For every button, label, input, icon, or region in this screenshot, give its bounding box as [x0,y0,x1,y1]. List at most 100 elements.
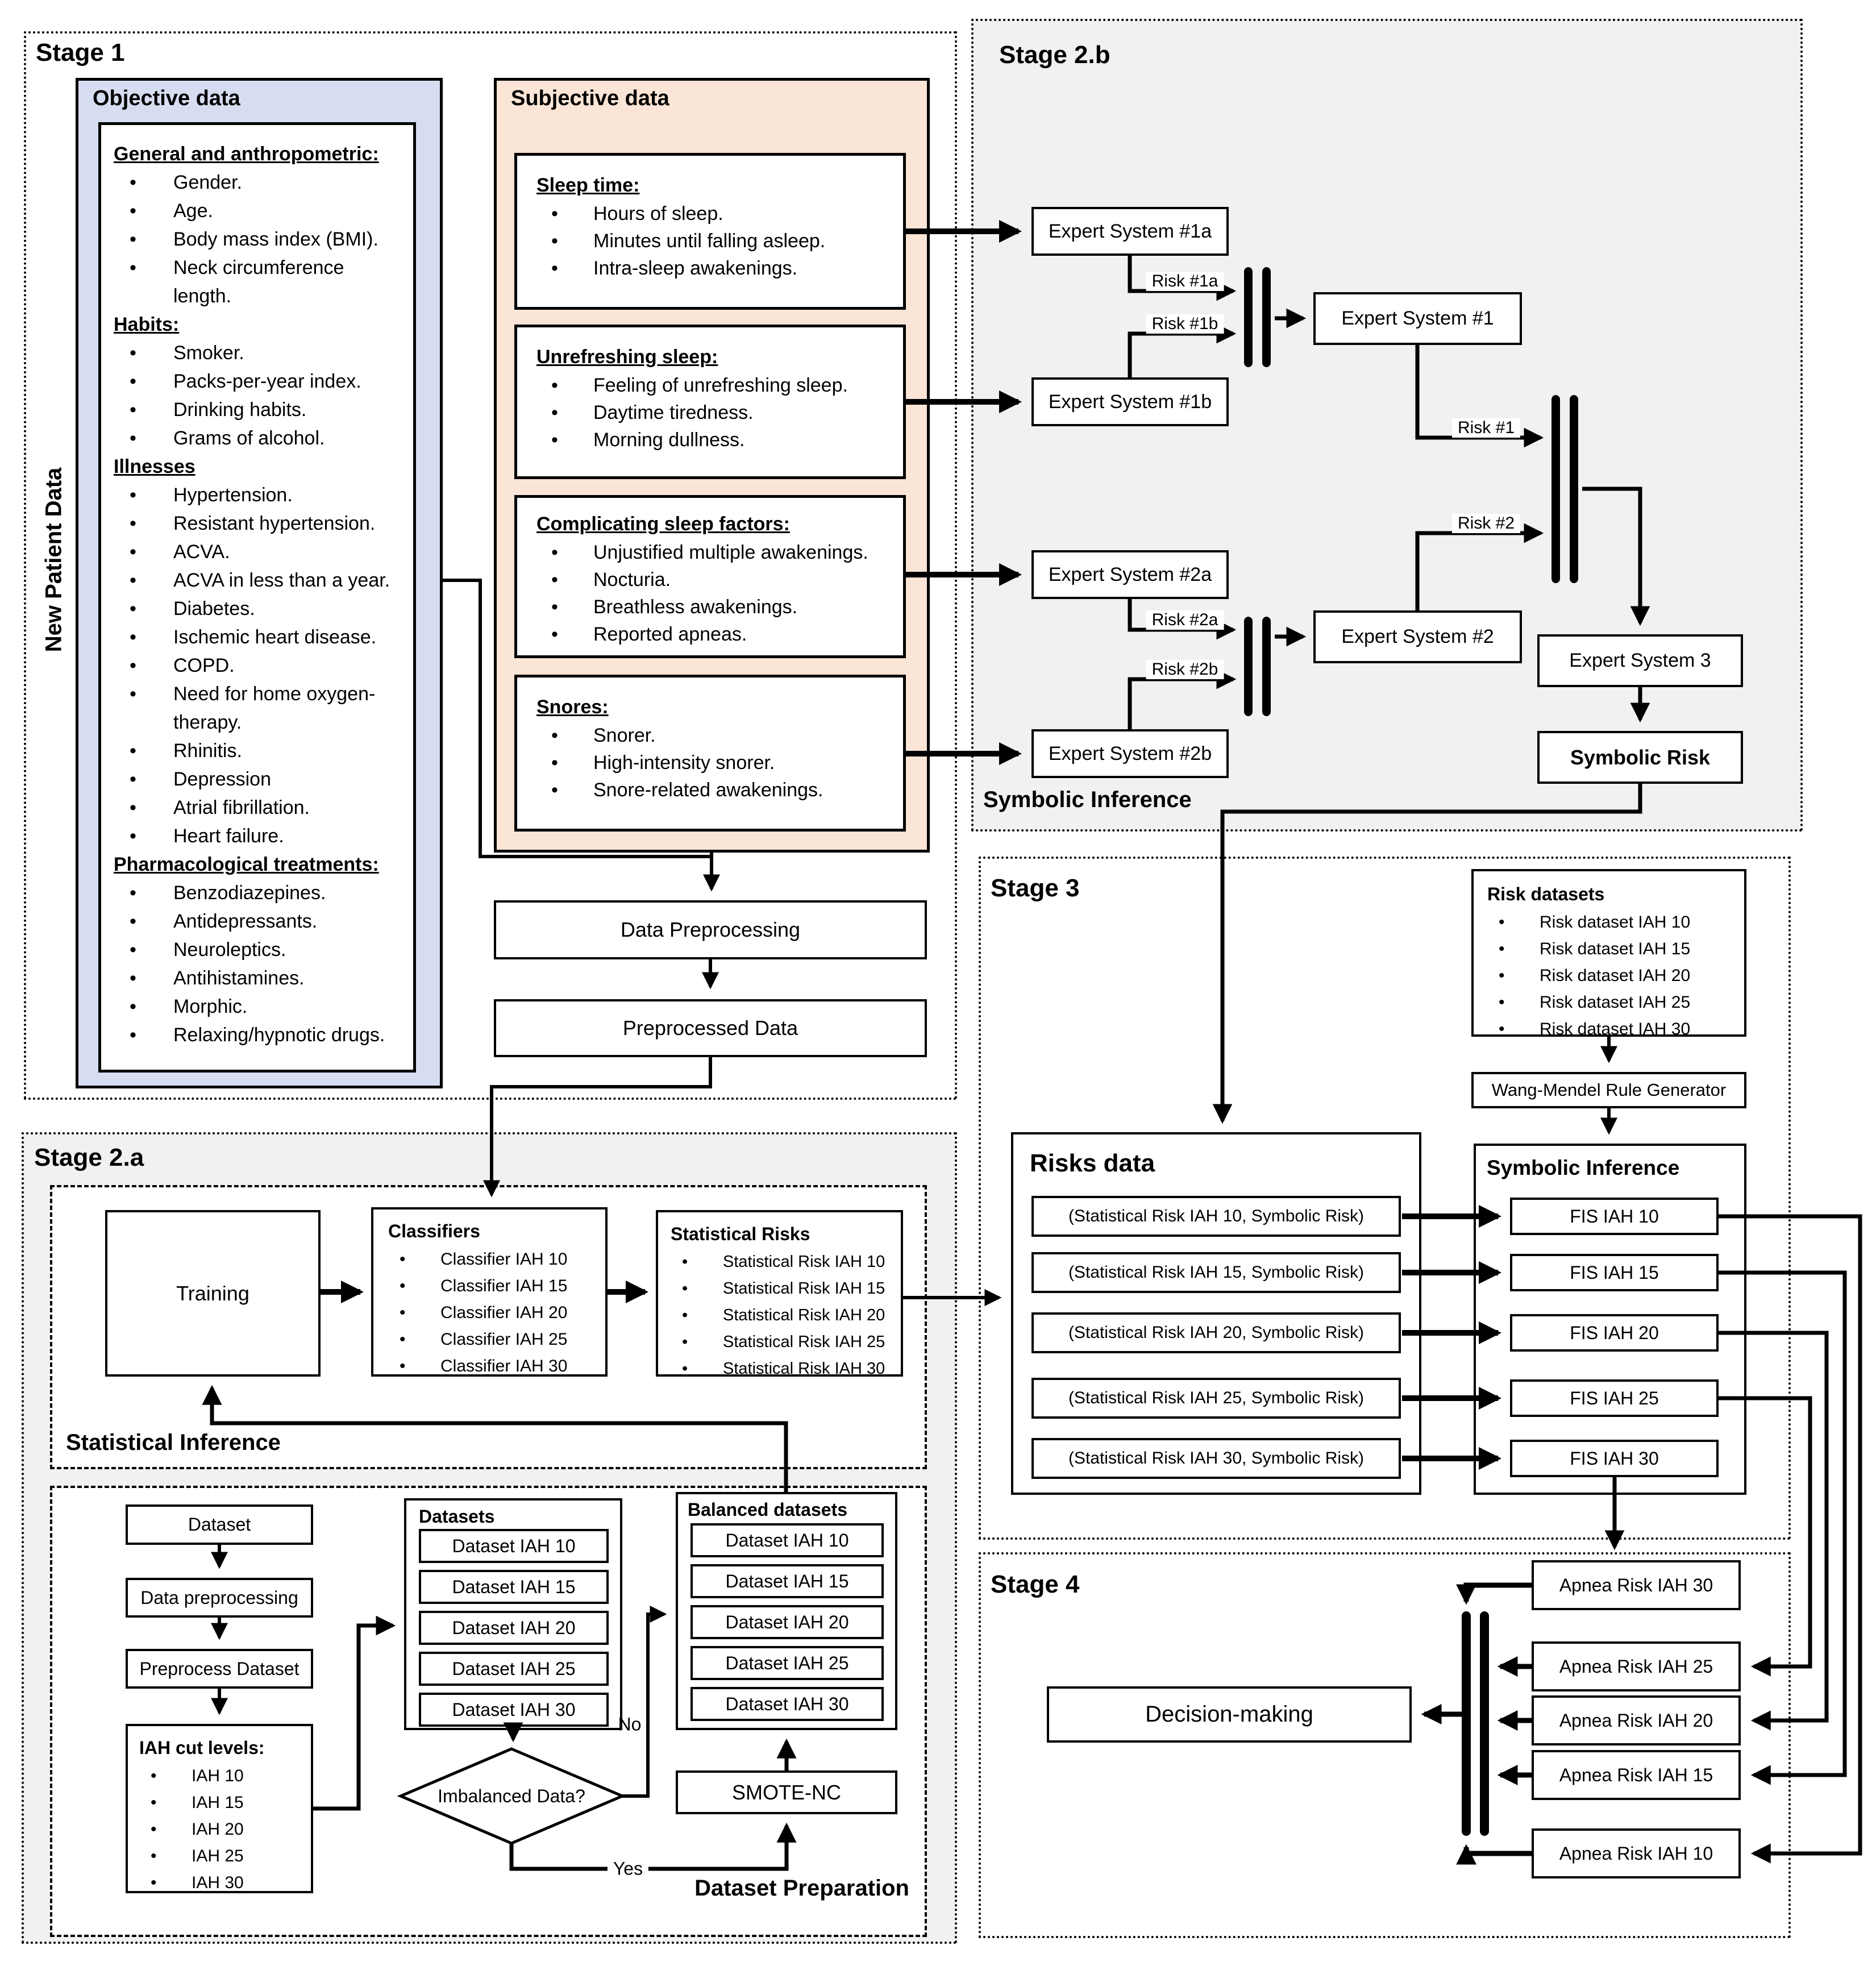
list-item: Snore-related awakenings. [536,776,893,804]
list-item: High-intensity snorer. [536,749,893,776]
apnea-risk-box: Apnea Risk IAH 30 [1532,1560,1741,1610]
sleep-time-box: Sleep time: Hours of sleep.Minutes until… [514,153,906,310]
risk-2-label: Risk #2 [1451,514,1521,533]
dataset-iah-box: Dataset IAH 20 [419,1611,609,1645]
data-preprocessing-box: Data Preprocessing [494,900,927,959]
group-items: Feeling of unrefreshing sleep.Daytime ti… [536,372,893,454]
group-items: Unjustified multiple awakenings.Nocturia… [536,539,893,648]
balanced-dataset-iah-box: Dataset IAH 15 [690,1564,884,1598]
iah-cut-levels-title: IAH cut levels: [139,1738,265,1758]
list-item: Antidepressants. [114,907,394,936]
list-item: Need for home oxygen-therapy. [114,680,394,737]
no-label: No [618,1714,642,1735]
list-item: Statistical Risk IAH 10 [671,1249,897,1275]
risk-1a-label: Risk #1a [1146,272,1224,291]
list-item: Statistical Risk IAH 30 [671,1356,897,1382]
list-item: Feeling of unrefreshing sleep. [536,372,893,399]
risk-tuple-box: (Statistical Risk IAH 15, Symbolic Risk) [1031,1252,1401,1293]
apnea-risk-box: Apnea Risk IAH 15 [1532,1750,1741,1800]
yes-label: Yes [607,1858,649,1880]
expert-system-1a-box: Expert System #1a [1031,207,1229,256]
statistical-risks-title: Statistical Risks [671,1224,810,1244]
list-item: Risk dataset IAH 25 [1487,989,1738,1016]
risk-2a-label: Risk #2a [1146,610,1224,630]
objective-section-items: Benzodiazepines.Antidepressants.Neurolep… [114,879,394,1049]
list-item: Body mass index (BMI). [114,225,394,253]
list-item: Statistical Risk IAH 25 [671,1329,897,1356]
iah-cut-levels-items: IAH 10IAH 15IAH 20IAH 25IAH 30 [139,1763,309,1896]
list-item: Statistical Risk IAH 15 [671,1275,897,1302]
risk-tuple-box: (Statistical Risk IAH 20, Symbolic Risk) [1031,1312,1401,1353]
risk-tuple-box: (Statistical Risk IAH 25, Symbolic Risk) [1031,1378,1401,1419]
expert-system-1-box: Expert System #1 [1313,292,1522,345]
list-item: IAH 10 [139,1763,309,1789]
list-item: Neuroleptics. [114,936,394,964]
list-item: Gender. [114,168,394,197]
list-item: Statistical Risk IAH 20 [671,1302,897,1329]
list-item: Smoker. [114,339,394,367]
objective-data-list: General and anthropometric: Gender.Age.B… [98,122,416,1073]
classifiers-title: Classifiers [388,1221,480,1241]
expert-system-1b-box: Expert System #1b [1031,377,1229,426]
dataset-preparation-label: Dataset Preparation [694,1876,909,1901]
expert-system-2a-box: Expert System #2a [1031,550,1229,599]
apnea-risk-box: Apnea Risk IAH 10 [1532,1828,1741,1878]
list-item: Diabetes. [114,595,394,623]
stage1-label: Stage 1 [36,39,125,66]
stage2a-label: Stage 2.a [34,1144,144,1171]
objective-section-header: Pharmacological treatments: [114,854,379,875]
list-item: Heart failure. [114,822,394,850]
list-item: Nocturia. [536,566,893,593]
fis-box: FIS IAH 25 [1510,1379,1719,1417]
classifiers-items: Classifier IAH 10Classifier IAH 15Classi… [388,1246,601,1379]
dataset-box: Dataset [126,1504,313,1545]
list-item: ACVA in less than a year. [114,566,394,595]
objective-section-header: Habits: [114,314,180,335]
list-item: Hours of sleep. [536,200,893,227]
list-item: Minutes until falling asleep. [536,227,893,255]
list-item: Risk dataset IAH 15 [1487,936,1738,962]
list-item: Unjustified multiple awakenings. [536,539,893,566]
list-item: Grams of alcohol. [114,424,394,452]
list-item: Classifier IAH 25 [388,1326,601,1353]
list-item: Depression [114,765,394,793]
complicating-sleep-factors-box: Complicating sleep factors: Unjustified … [514,495,906,658]
group-header: Complicating sleep factors: [536,513,790,535]
objective-section-items: Gender.Age.Body mass index (BMI).Neck ci… [114,168,394,310]
fis-box: FIS IAH 30 [1510,1440,1719,1477]
list-item: Morphic. [114,992,394,1021]
symbolic-risk-box: Symbolic Risk [1537,731,1743,784]
preprocess-dataset-box: Preprocess Dataset [126,1649,313,1689]
list-item: Benzodiazepines. [114,879,394,907]
statistical-inference-label: Statistical Inference [66,1430,281,1455]
balanced-dataset-iah-box: Dataset IAH 10 [690,1523,884,1557]
wang-mendel-box: Wang-Mendel Rule Generator [1471,1072,1746,1108]
list-item: IAH 30 [139,1869,309,1896]
risk-1b-label: Risk #1b [1146,314,1224,334]
list-item: Classifier IAH 15 [388,1273,601,1299]
list-item: Daytime tiredness. [536,399,893,426]
list-item: Drinking habits. [114,396,394,424]
list-item: Risk dataset IAH 20 [1487,962,1738,989]
risk-datasets-box: Risk datasets Risk dataset IAH 10Risk da… [1471,869,1746,1042]
classifiers-box: Classifiers Classifier IAH 10Classifier … [371,1207,608,1379]
list-item: Snorer. [536,722,893,749]
apnea-risk-box: Apnea Risk IAH 20 [1532,1695,1741,1745]
list-item: Relaxing/hypnotic drugs. [114,1021,394,1049]
balanced-dataset-iah-box: Dataset IAH 20 [690,1605,884,1639]
objective-data-title: Objective data [93,86,240,110]
apnea-risk-box: Apnea Risk IAH 25 [1532,1641,1741,1691]
list-item: Rhinitis. [114,737,394,765]
imbalanced-data-diamond-label: Imbalanced Data? [438,1785,585,1806]
dataset-iah-box: Dataset IAH 10 [419,1529,609,1563]
dataset-iah-box: Dataset IAH 30 [419,1693,609,1727]
subjective-data-title: Subjective data [511,86,669,110]
list-item: Breathless awakenings. [536,593,893,621]
new-patient-data-label: New Patient Data [41,467,66,652]
list-item: ACVA. [114,538,394,566]
snores-box: Snores: Snorer.High-intensity snorer.Sno… [514,675,906,832]
objective-section-items: Smoker.Packs-per-year index.Drinking hab… [114,339,394,452]
dataset-iah-box: Dataset IAH 15 [419,1570,609,1604]
